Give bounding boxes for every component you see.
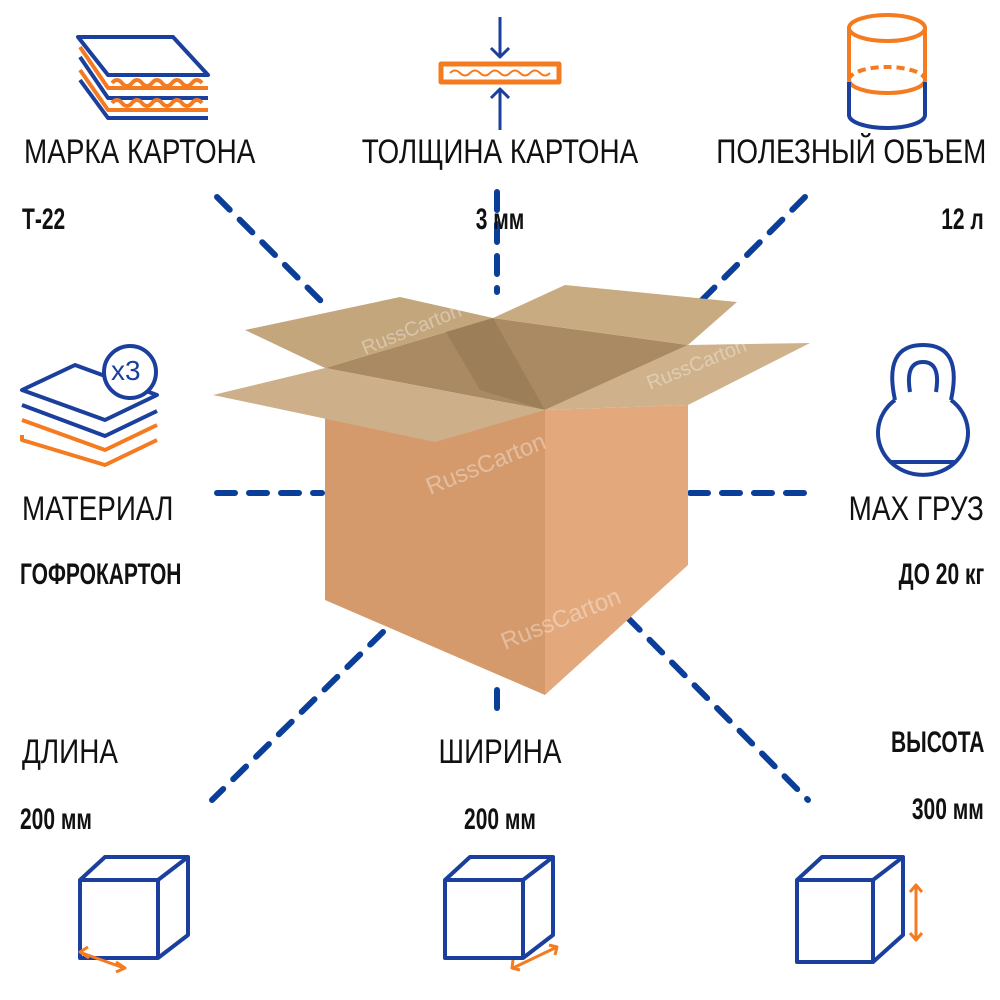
grade-label: МАРКА КАРТОНА: [24, 133, 256, 171]
length-label: ДЛИНА: [22, 733, 118, 771]
layers-icon: [76, 35, 210, 120]
thickness-label: ТОЛЩИНА КАРТОНА: [361, 133, 639, 171]
thickness-value: 3 мм: [475, 203, 525, 236]
height-label: ВЫСОТА: [890, 726, 984, 759]
height-value: 300 мм: [912, 793, 984, 826]
layers-count-badge: x3: [111, 355, 141, 386]
material-label: МАТЕРИАЛ: [22, 490, 174, 528]
width-label: ШИРИНА: [438, 733, 562, 771]
cylinder-icon: [847, 13, 927, 130]
cube-height-icon: [795, 855, 924, 964]
connector-line: [624, 614, 811, 803]
connector-lines: [209, 189, 811, 803]
max-load-value: ДО 20 кг: [898, 558, 984, 591]
length-value: 200 мм: [20, 803, 92, 836]
max-load-label: MAX ГРУЗ: [848, 490, 984, 528]
cube-width-icon: [443, 855, 559, 972]
connector-line: [697, 194, 808, 305]
material-value: ГОФРОКАРТОН: [20, 558, 182, 591]
kettlebell-icon: [876, 343, 970, 477]
volume-label: ПОЛЕЗНЫЙ ОБЪЕМ: [715, 133, 986, 171]
grade-value: Т-22: [22, 203, 66, 236]
cube-length-icon: [78, 855, 190, 974]
volume-value: 12 л: [941, 203, 984, 236]
cardboard-box: RussCarton RussCarton RussCarton RussCar…: [213, 285, 810, 695]
connector-line: [214, 194, 328, 308]
width-value: 200 мм: [464, 803, 536, 836]
thickness-icon: [438, 17, 562, 130]
connector-line: [209, 629, 386, 803]
layers-x3-icon: [20, 344, 159, 467]
